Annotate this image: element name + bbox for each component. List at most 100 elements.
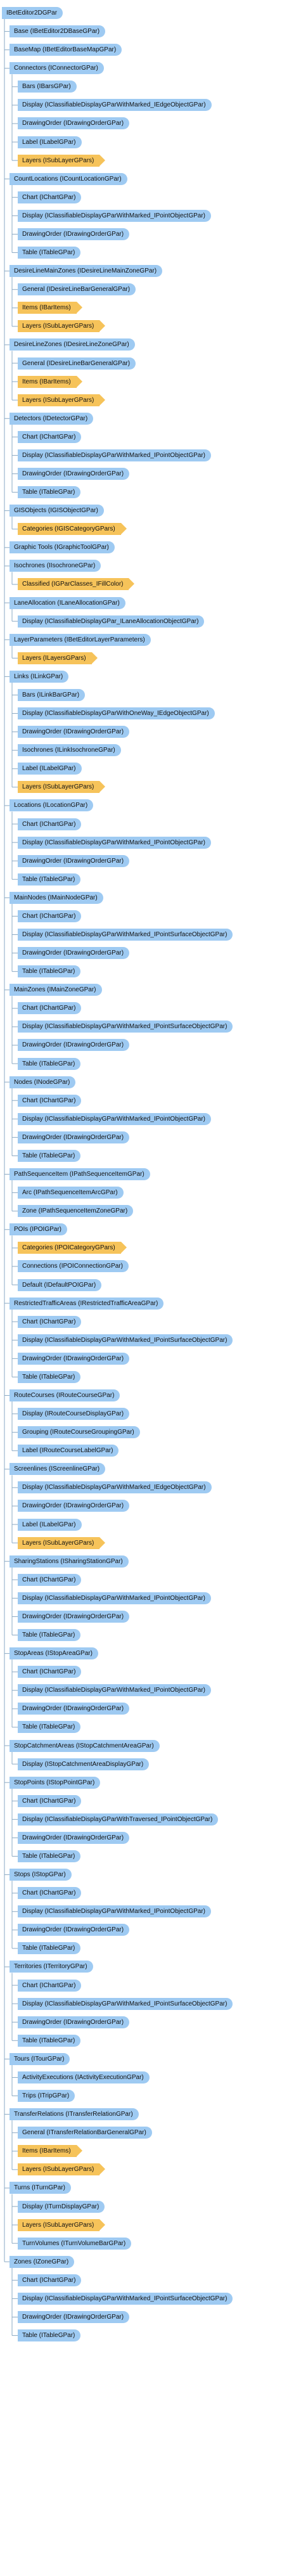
child-node: Chart (IChartGPar): [18, 1315, 82, 1328]
group-node: MainNodes (IMainNodeGPar): [10, 891, 103, 904]
child-node: Display (IClassifiableDisplayGPar_ILaneA…: [18, 615, 205, 628]
collection-node: Layers (ISubLayerGPars): [18, 394, 106, 406]
child-node: Display (IStopCatchmentAreaDisplayGPar): [18, 1758, 150, 1770]
group-node: DesireLineMainZones (IDesireLineMainZone…: [10, 265, 163, 278]
child-node: DrawingOrder (IDrawingOrderGPar): [18, 117, 130, 130]
collection-node: Categories (IPOICategoryGPars): [18, 1242, 127, 1254]
child-node: Table (ITableGPar): [18, 1721, 81, 1734]
child-node: Grouping (IRouteCourseGroupingGPar): [18, 1426, 140, 1439]
child-node: Table (ITableGPar): [18, 965, 81, 978]
group-node: RestrictedTrafficAreas (IRestrictedTraff…: [10, 1297, 164, 1310]
collection-node: Layers (ISubLayerGPars): [18, 2219, 106, 2231]
group-node: BaseMap (IBetEditorBaseMapGPar): [10, 44, 122, 56]
child-node: Table (ITableGPar): [18, 1942, 81, 1955]
collection-node: Layers (ISubLayerGPars): [18, 781, 106, 794]
child-node: Table (ITableGPar): [18, 2329, 81, 2342]
child-node: Table (ITableGPar): [18, 1370, 81, 1383]
group-node: Tours (ITourGPar): [10, 2052, 70, 2065]
child-node: Display (ITurnDisplayGPar): [18, 2200, 105, 2213]
child-node: Chart (IChartGPar): [18, 1887, 82, 1900]
child-node: DrawingOrder (IDrawingOrderGPar): [18, 1131, 130, 1143]
group-node: SharingStations (ISharingStationGPar): [10, 1555, 129, 1568]
group-node: StopAreas (IStopAreaGPar): [10, 1647, 98, 1660]
collection-node: Categories (IGISCategoryGPars): [18, 523, 127, 536]
collection-node: Items (IBarItems): [18, 2145, 82, 2158]
child-node: Arc (IPathSequenceItemArcGPar): [18, 1187, 124, 1199]
child-node: DrawingOrder (IDrawingOrderGPar): [18, 726, 130, 738]
child-node: General (ITransferRelationBarGeneralGPar…: [18, 2127, 152, 2139]
child-node: DrawingOrder (IDrawingOrderGPar): [18, 854, 130, 867]
child-node: Label (ILabelGPar): [18, 136, 82, 148]
child-node: Table (ITableGPar): [18, 1057, 81, 1070]
collection-node: Items (IBarItems): [18, 302, 82, 314]
child-node: Chart (IChartGPar): [18, 1573, 82, 1586]
child-node: Table (ITableGPar): [18, 2034, 81, 2047]
collection-node: Items (IBarItems): [18, 375, 82, 388]
child-node: DrawingOrder (IDrawingOrderGPar): [18, 1703, 130, 1715]
child-node: Chart (IChartGPar): [18, 1002, 82, 1015]
child-node: Label (IRouteCourseLabelGPar): [18, 1445, 119, 1457]
group-node: Zones (IZoneGPar): [10, 2255, 75, 2268]
group-node: Base (IBetEditor2DBaseGPar): [10, 25, 106, 38]
group-node: TransferRelations (ITransferRelationGPar…: [10, 2108, 139, 2121]
child-node: DrawingOrder (IDrawingOrderGPar): [18, 1352, 130, 1365]
child-node: Chart (IChartGPar): [18, 1094, 82, 1107]
child-node: Table (ITableGPar): [18, 247, 81, 259]
group-node: Territories (ITerritoryGPar): [10, 1961, 93, 1973]
child-node: Display (IClassifiableDisplayGParWithTra…: [18, 1813, 219, 1826]
group-node: GISObjects (IGISObjectGPar): [10, 505, 104, 517]
child-node: Display (IRouteCourseDisplayGPar): [18, 1408, 130, 1420]
group-node: StopCatchmentAreas (IStopCatchmentAreaGP…: [10, 1739, 160, 1752]
group-node: Detectors (IDetectorGPar): [10, 412, 94, 425]
collection-node: Layers (ISubLayerGPars): [18, 320, 106, 333]
group-node: StopPoints (IStopPointGPar): [10, 1776, 101, 1789]
child-node: DrawingOrder (IDrawingOrderGPar): [18, 1924, 130, 1936]
child-node: Chart (IChartGPar): [18, 1979, 82, 1992]
child-node: Display (IClassifiableDisplayGParWithMar…: [18, 1592, 211, 1604]
collection-node: Layers (ISubLayerGPars): [18, 154, 106, 167]
group-node: Stops (IStopGPar): [10, 1869, 72, 1881]
collection-node: Classified (IGParClasses_IFillColor): [18, 578, 135, 591]
child-node: Display (IClassifiableDisplayGParWithMar…: [18, 836, 211, 849]
group-node: Connectors (IConnectorGPar): [10, 62, 104, 75]
child-node: Chart (IChartGPar): [18, 191, 82, 203]
group-node: Links (ILinkGPar): [10, 670, 69, 683]
child-node: Table (ITableGPar): [18, 1850, 81, 1862]
group-node: RouteCourses (IRouteCourseGPar): [10, 1389, 120, 1401]
group-node: DesireLineZones (IDesireLineZoneGPar): [10, 338, 135, 351]
group-node: LaneAllocation (ILaneAllocationGPar): [10, 596, 125, 609]
child-node: Table (ITableGPar): [18, 1629, 81, 1642]
child-node: Zone (IPathSequenceItemZoneGPar): [18, 1205, 134, 1218]
child-node: DrawingOrder (IDrawingOrderGPar): [18, 228, 130, 240]
group-node: Screenlines (IScreenlineGPar): [10, 1463, 106, 1476]
child-node: Display (IClassifiableDisplayGParWithMar…: [18, 2292, 233, 2305]
child-node: DrawingOrder (IDrawingOrderGPar): [18, 2311, 130, 2323]
group-node: Isochrones (IIsochroneGPar): [10, 560, 101, 572]
child-node: Display (IClassifiableDisplayGParWithMar…: [18, 1997, 233, 2010]
group-node: LayerParameters (IBetEditorLayerParamete…: [10, 633, 151, 646]
child-node: Table (ITableGPar): [18, 873, 81, 886]
child-node: Display (IClassifiableDisplayGParWithMar…: [18, 1481, 212, 1494]
child-node: DrawingOrder (IDrawingOrderGPar): [18, 2016, 130, 2028]
child-node: TurnVolumes (ITurnVolumeBarGPar): [18, 2237, 132, 2250]
child-node: Display (IClassifiableDisplayGParWithMar…: [18, 1334, 233, 1346]
child-node: Trips (ITripGPar): [18, 2090, 75, 2103]
group-node: MainZones (IMainZoneGPar): [10, 984, 102, 996]
group-node: PathSequenceItem (IPathSequenceItemGPar): [10, 1168, 150, 1181]
child-node: Default (IDefaultPOIGPar): [18, 1278, 102, 1291]
collection-node: Layers (ISubLayerGPars): [18, 1536, 106, 1549]
root-node: IBetEditor2DGPar: [2, 7, 63, 19]
child-node: DrawingOrder (IDrawingOrderGPar): [18, 947, 130, 960]
child-node: Table (ITableGPar): [18, 1149, 81, 1162]
child-node: Isochrones (ILinkIsochroneGPar): [18, 744, 121, 757]
child-node: Bars (ILinkBarGPar): [18, 688, 86, 701]
collection-node: Layers (ILayersGPars): [18, 652, 98, 664]
child-node: Display (IClassifiableDisplayGParWithMar…: [18, 1905, 211, 1918]
group-node: Turns (ITurnGPar): [10, 2182, 71, 2194]
child-node: Chart (IChartGPar): [18, 2274, 82, 2286]
child-node: General (IDesireLineBarGeneralGPar): [18, 283, 136, 296]
child-node: General (IDesireLineBarGeneralGPar): [18, 357, 136, 370]
child-node: Display (IClassifiableDisplayGParWithMar…: [18, 209, 211, 222]
